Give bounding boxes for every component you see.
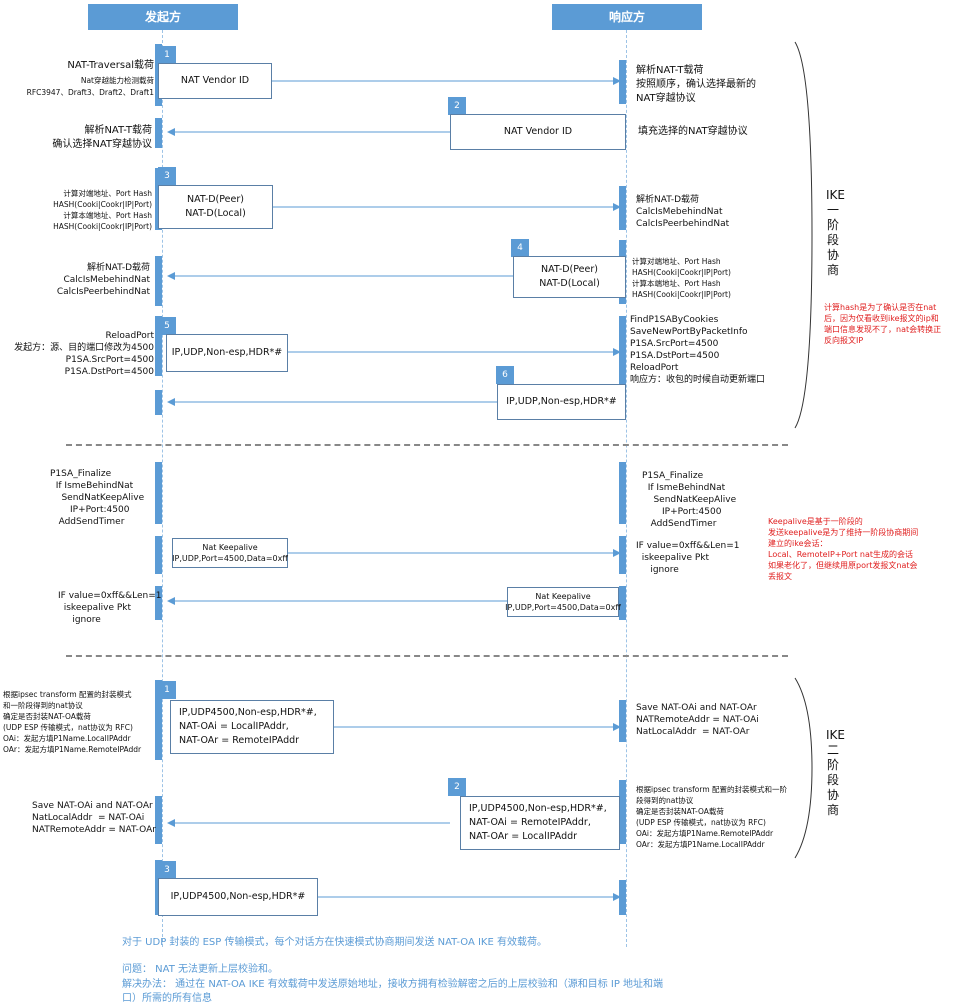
annotation-keepalive-purpose: Keepalive是基于一阶段的发送keepalive是为了维持一阶段协商期间建… bbox=[768, 517, 919, 581]
note-nat-traversal-sub: Nat穿越能力检测载荷 bbox=[80, 76, 154, 85]
message-box-header: IP,UDP,Non-esp,HDR*# bbox=[166, 334, 288, 372]
step-badge: 1 bbox=[158, 46, 176, 64]
step-badge: 4 bbox=[511, 239, 529, 257]
activation-bar bbox=[619, 462, 626, 524]
note-initiator-2: 解析NAT-T载荷确认选择NAT穿越协议 bbox=[52, 125, 152, 150]
footer-line-4: 口）所需的所有信息 bbox=[122, 993, 212, 1004]
note-initiator-keepalive-check: IF value=0xff&&Len=1 iskeepalive Pkt ign… bbox=[58, 591, 162, 625]
responder-lifeline bbox=[626, 30, 627, 947]
activation-bar bbox=[619, 586, 626, 620]
message-box-header: IP,UDP4500,Non-esp,HDR*# bbox=[158, 878, 318, 916]
note-responder-phase2-2: 根据ipsec transform 配置的封装模式和一阶段得到的nat协议确定是… bbox=[636, 785, 788, 849]
activation-bar bbox=[619, 780, 626, 844]
note-initiator-phase2-1: 根据ipsec transform 配置的封装模式和一阶段得到的nat协议确定是… bbox=[3, 690, 142, 754]
activation-bar bbox=[155, 118, 162, 148]
message-box-nat-d: NAT-D(Peer)NAT-D(Local) bbox=[158, 185, 273, 229]
phase2-label: IKE二阶段协商 bbox=[826, 728, 845, 817]
activation-bar bbox=[619, 700, 626, 742]
activation-bar bbox=[155, 680, 162, 760]
footer-line-2: 问题： NAT 无法更新上层校验和。 bbox=[122, 964, 279, 975]
activation-bar bbox=[155, 256, 162, 306]
phase-separator bbox=[66, 655, 788, 657]
activation-bar bbox=[155, 316, 162, 376]
activation-bar bbox=[619, 186, 626, 230]
step-badge: 2 bbox=[448, 97, 466, 115]
activation-bar bbox=[155, 796, 162, 844]
note-responder-finalize: P1SA_Finalize If IsmeBehindNat SendNatKe… bbox=[642, 471, 737, 529]
initiator-header: 发起方 bbox=[88, 4, 238, 30]
note-nat-traversal-rfcs: RFC3947、Draft3、Draft2、Draft1 bbox=[26, 88, 154, 97]
step-badge: 2 bbox=[448, 778, 466, 796]
footer-line-3: 解决办法： 通过在 NAT-OA IKE 有效载荷中发送原始地址，接收方拥有检验… bbox=[122, 979, 664, 990]
activation-bar bbox=[155, 586, 162, 620]
activation-bar bbox=[619, 316, 626, 384]
note-responder-keepalive-check: IF value=0xff&&Len=1 iskeepalive Pkt ign… bbox=[636, 541, 740, 575]
step-badge: 3 bbox=[158, 167, 176, 185]
note-nat-traversal-title: NAT-Traversal载荷 bbox=[67, 60, 154, 71]
step-badge: 3 bbox=[158, 861, 176, 879]
activation-bar bbox=[619, 536, 626, 574]
step-badge: 5 bbox=[158, 317, 176, 335]
note-responder-2: 填充选择的NAT穿越协议 bbox=[638, 126, 748, 137]
message-box-header: IP,UDP,Non-esp,HDR*# bbox=[497, 384, 626, 420]
message-box-nat-d: NAT-D(Peer)NAT-D(Local) bbox=[513, 256, 626, 298]
activation-bar bbox=[619, 60, 626, 104]
note-initiator-finalize: P1SA_Finalize If IsmeBehindNat SendNatKe… bbox=[50, 469, 145, 527]
footer-line-1: 对于 UDP 封装的 ESP 传输模式，每个对话方在快速模式协商期间发送 NAT… bbox=[122, 937, 547, 948]
activation-bar bbox=[619, 880, 626, 915]
message-box-nat-oa: IP,UDP4500,Non-esp,HDR*#,NAT-OAi = Local… bbox=[170, 700, 334, 754]
phase1-label: IKE一阶段协商 bbox=[826, 188, 845, 277]
activation-bar bbox=[155, 536, 162, 574]
step-badge: 1 bbox=[158, 681, 176, 699]
step-badge: 6 bbox=[496, 366, 514, 384]
phase-separator bbox=[66, 444, 788, 446]
activation-bar bbox=[155, 390, 162, 415]
message-box-nat-vendor-id: NAT Vendor ID bbox=[450, 114, 626, 150]
message-box-nat-oa: IP,UDP4500,Non-esp,HDR*#,NAT-OAi = Remot… bbox=[460, 796, 620, 850]
activation-bar bbox=[155, 462, 162, 524]
responder-header: 响应方 bbox=[552, 4, 702, 30]
initiator-lifeline bbox=[162, 30, 163, 947]
message-box-nat-vendor-id: NAT Vendor ID bbox=[158, 63, 272, 99]
